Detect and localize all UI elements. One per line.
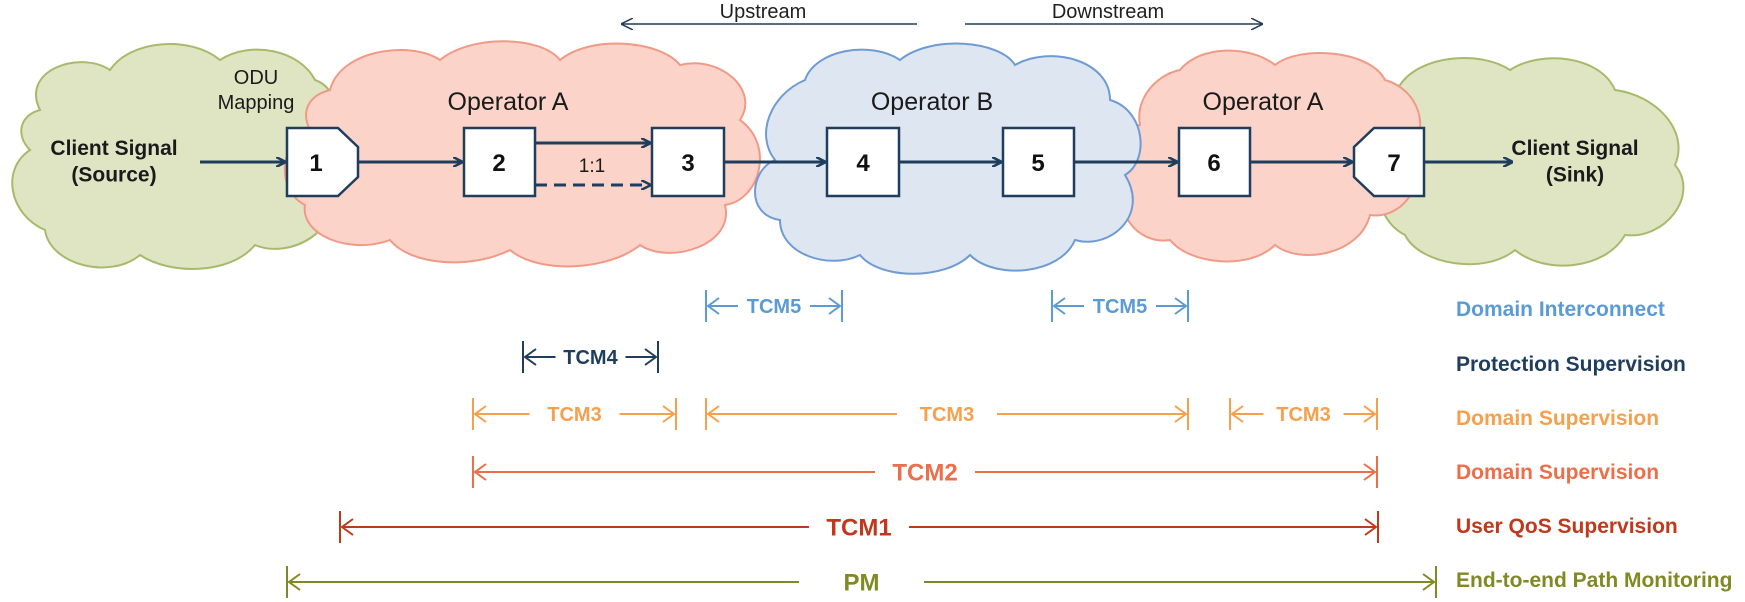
source-label: Client Signal(Source) bbox=[50, 137, 177, 186]
node-2-label: 2 bbox=[492, 150, 505, 177]
node-4-label: 4 bbox=[856, 150, 870, 177]
segment-label: TCM5 bbox=[747, 296, 801, 318]
segment-label: TCM3 bbox=[1276, 404, 1330, 426]
legend-item: Protection Supervision bbox=[1456, 353, 1686, 376]
node-6-label: 6 bbox=[1207, 150, 1220, 177]
sink-label: Client Signal(Sink) bbox=[1511, 137, 1638, 186]
segment-tcm5-right: TCM5 bbox=[1051, 290, 1189, 322]
segment-label: TCM3 bbox=[547, 404, 601, 426]
segment-tcm1: TCM1 bbox=[339, 511, 1379, 543]
protection-label: 1:1 bbox=[579, 156, 605, 177]
segment-label: PM bbox=[844, 570, 880, 597]
legend-item: User QoS Supervision bbox=[1456, 515, 1678, 538]
signal-path bbox=[200, 143, 1512, 185]
legend-item: Domain Interconnect bbox=[1456, 298, 1665, 321]
segment-arrowhead-right bbox=[662, 405, 676, 423]
segment-tcm2: TCM2 bbox=[472, 456, 1378, 488]
legend-item: Domain Supervision bbox=[1456, 407, 1659, 430]
segment-arrowhead-right bbox=[1364, 518, 1378, 536]
node-7-label: 7 bbox=[1387, 150, 1400, 177]
segment-tcm4: TCM4 bbox=[522, 341, 659, 373]
upstream-label: Upstream bbox=[720, 1, 807, 23]
segment-arrowhead-left bbox=[1230, 405, 1244, 423]
operator-b-label: Operator B bbox=[871, 88, 993, 116]
node-2[interactable]: 2 bbox=[462, 126, 537, 198]
segment-label: TCM5 bbox=[1093, 296, 1147, 318]
segment-arrowhead-left bbox=[473, 405, 487, 423]
segment-arrowhead-left bbox=[1052, 297, 1066, 315]
segment-label: TCM2 bbox=[892, 460, 957, 487]
segment-arrowhead-left bbox=[473, 463, 487, 481]
segment-arrowhead-right bbox=[1174, 297, 1188, 315]
segment-arrowhead-left bbox=[706, 297, 720, 315]
segment-pm: PM bbox=[286, 566, 1437, 598]
node-1[interactable]: 1 bbox=[285, 126, 360, 198]
segment-arrowhead-left bbox=[523, 348, 537, 366]
segment-arrowhead-right bbox=[828, 297, 842, 315]
segment-arrowhead-left bbox=[287, 573, 301, 591]
segment-tcm3-b: TCM3 bbox=[705, 398, 1189, 430]
segment-arrowhead-right bbox=[1422, 573, 1436, 591]
node-7[interactable]: 7 bbox=[1352, 126, 1426, 198]
node-5-label: 5 bbox=[1031, 150, 1044, 177]
operator-a-left-label: Operator A bbox=[448, 88, 569, 116]
segment-arrowhead-right bbox=[1174, 405, 1188, 423]
segment-tcm3-a: TCM3 bbox=[472, 398, 677, 430]
segment-label: TCM4 bbox=[563, 347, 618, 369]
segment-arrowhead-left bbox=[706, 405, 720, 423]
node-4[interactable]: 4 bbox=[825, 126, 901, 198]
node-1-label: 1 bbox=[309, 150, 322, 177]
node-6[interactable]: 6 bbox=[1177, 126, 1252, 198]
node-3[interactable]: 3 bbox=[650, 126, 726, 198]
segment-label: TCM3 bbox=[920, 404, 974, 426]
segment-tcm3-c: TCM3 bbox=[1229, 398, 1378, 430]
operator-a-right-label: Operator A bbox=[1203, 88, 1324, 116]
node-3-label: 3 bbox=[681, 150, 694, 177]
legend-item: Domain Supervision bbox=[1456, 461, 1659, 484]
segment-arrowhead-right bbox=[644, 348, 658, 366]
segment-label: TCM1 bbox=[826, 515, 891, 542]
cloud-operator-b bbox=[754, 42, 1142, 275]
direction-arrows: Upstream Downstream bbox=[622, 1, 1262, 24]
legend-item: End-to-end Path Monitoring bbox=[1456, 569, 1732, 592]
node-5[interactable]: 5 bbox=[1001, 126, 1076, 198]
segment-arrowhead-right bbox=[1363, 463, 1377, 481]
segment-arrowhead-left bbox=[340, 518, 354, 536]
segment-tcm5-left: TCM5 bbox=[705, 290, 843, 322]
downstream-label: Downstream bbox=[1052, 1, 1164, 23]
segment-arrowhead-right bbox=[1363, 405, 1377, 423]
